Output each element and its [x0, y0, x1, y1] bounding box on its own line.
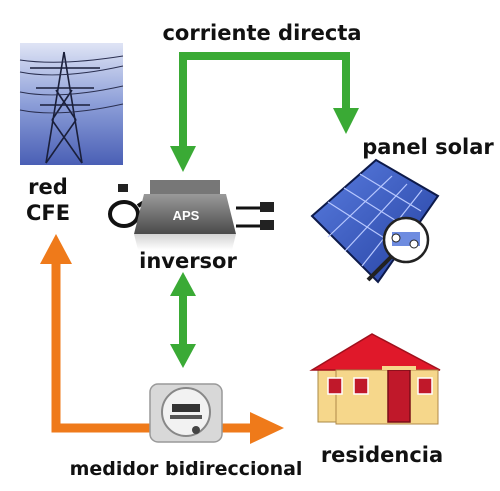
grid-label-line1: red: [28, 175, 68, 199]
dc-arrowhead-down-solar: [333, 108, 359, 134]
electric-meter-icon: [149, 383, 223, 443]
dc-label: corriente directa: [162, 21, 361, 45]
grid-arrowhead-right: [250, 412, 284, 444]
grid-label-line2: CFE: [26, 201, 70, 225]
dc-arrows: [170, 52, 359, 368]
dc-arrowhead-down-inverter: [170, 146, 196, 172]
inverter-label: inversor: [139, 249, 237, 273]
meter-label: medidor bidireccional: [70, 458, 303, 480]
grid-arrowhead-up: [40, 234, 72, 264]
power-tower-photo-icon: [19, 43, 124, 165]
inverter-brand-label: APS: [173, 208, 200, 223]
ac-link-arrowhead-down: [170, 344, 196, 368]
house-label: residencia: [321, 443, 443, 467]
house-icon: [309, 333, 441, 425]
ac-link-arrowhead-up: [170, 272, 196, 296]
solar-panel-label: panel solar: [362, 135, 494, 159]
microinverter-icon: APS: [108, 180, 274, 250]
dc-arrow-path: [179, 52, 350, 152]
solar-panel-icon: [310, 158, 440, 284]
